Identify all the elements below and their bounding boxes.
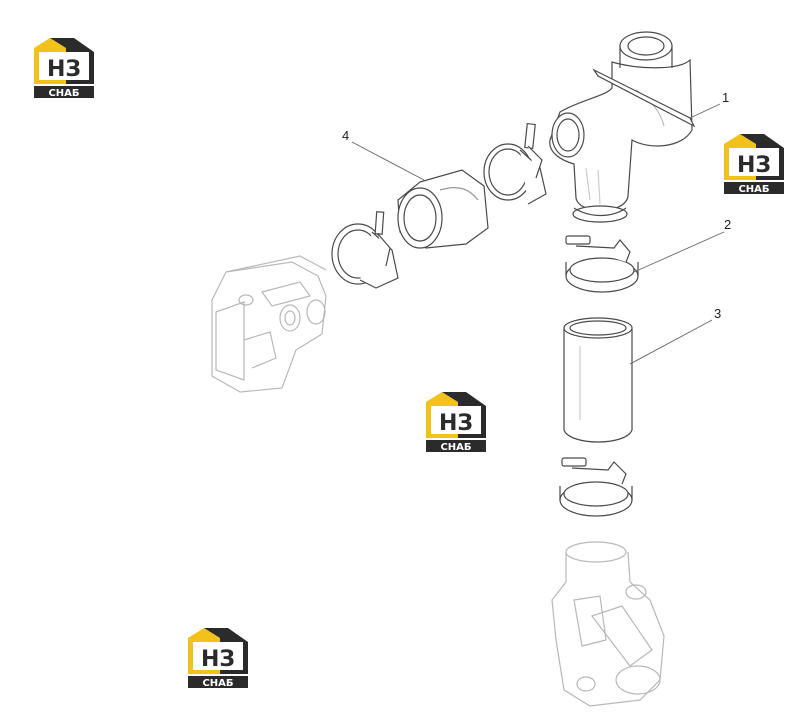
ghost-lower-housing — [551, 541, 665, 707]
watermark-logo-bottom-left: НЗ СНАБ — [188, 628, 248, 689]
watermark-logo-right: НЗ СНАБ — [724, 134, 784, 195]
watermark-logo-top-left: НЗ СНАБ — [34, 38, 94, 99]
watermark-letters: НЗ — [47, 57, 81, 82]
leader-lines — [351, 103, 725, 365]
watermark-caption: СНАБ — [738, 184, 769, 195]
callout-4: 4 — [342, 128, 349, 143]
ghost-engine-bracket — [211, 255, 327, 393]
clamp-upper-right — [483, 122, 547, 205]
part-1-upper-elbow-pipe — [549, 31, 696, 223]
part-4-hose-coupling — [397, 169, 489, 249]
watermark-logo-center: НЗ СНАБ — [426, 392, 486, 453]
clamp-lower-left — [331, 211, 399, 289]
part-3-straight-hose — [563, 317, 633, 443]
watermark-caption: СНАБ — [440, 442, 471, 453]
watermark-letters: НЗ — [737, 153, 771, 178]
callout-2: 2 — [724, 217, 731, 232]
clamp-lower-vertical — [559, 457, 633, 517]
callout-1: 1 — [722, 90, 729, 105]
part-2-hose-clamp — [565, 235, 639, 293]
watermark-caption: СНАБ — [202, 678, 233, 689]
watermark-letters: НЗ — [201, 647, 235, 672]
watermark-caption: СНАБ — [48, 88, 79, 99]
callout-3: 3 — [714, 306, 721, 321]
watermark-letters: НЗ — [439, 411, 473, 436]
